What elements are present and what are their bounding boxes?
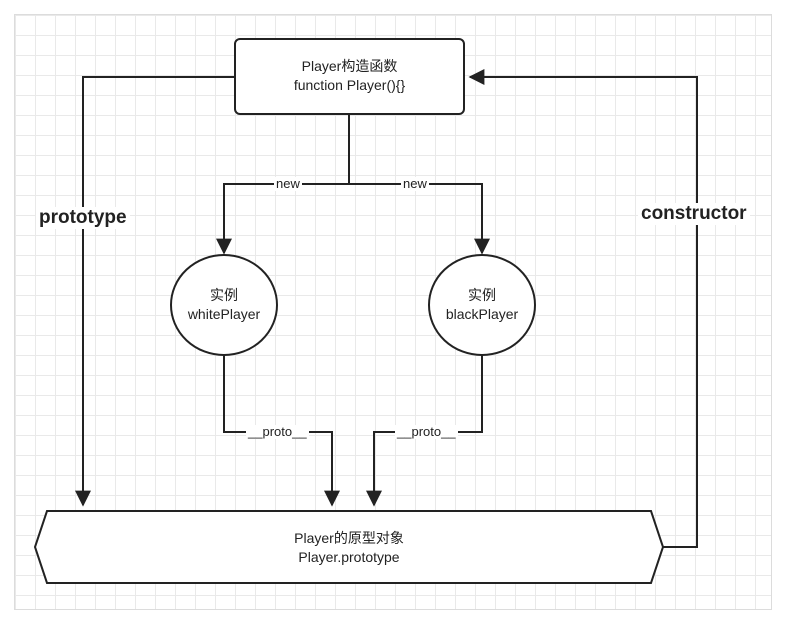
edge-constructor	[468, 69, 698, 548]
constructor-code: function Player(){}	[293, 77, 406, 93]
edge-new-right	[349, 183, 490, 255]
instance-white-name: whitePlayer	[187, 306, 261, 322]
edge-prototype	[75, 76, 235, 507]
edge-label-constructor: constructor	[638, 203, 750, 225]
prototype-title: Player的原型对象	[294, 530, 404, 546]
instance-black-label: 实例 blackPlayer	[429, 286, 535, 324]
edge-label-new-right: new	[401, 176, 429, 191]
edge-label-proto-right: __proto__	[395, 424, 458, 439]
instance-white-title: 实例	[210, 287, 238, 303]
prototype-code: Player.prototype	[298, 549, 400, 565]
instance-black-title: 实例	[468, 287, 496, 303]
edge-label-new-left: new	[274, 176, 302, 191]
constructor-title: Player构造函数	[301, 58, 398, 74]
edge-label-proto-left: __proto__	[246, 424, 309, 439]
instance-white-label: 实例 whitePlayer	[171, 286, 277, 324]
prototype-node-label: Player的原型对象 Player.prototype	[35, 529, 663, 567]
prototype-node	[33, 510, 665, 584]
instance-black-name: blackPlayer	[445, 306, 519, 322]
constructor-node-label: Player构造函数 function Player(){}	[235, 57, 464, 95]
edge-label-prototype: prototype	[36, 207, 130, 229]
